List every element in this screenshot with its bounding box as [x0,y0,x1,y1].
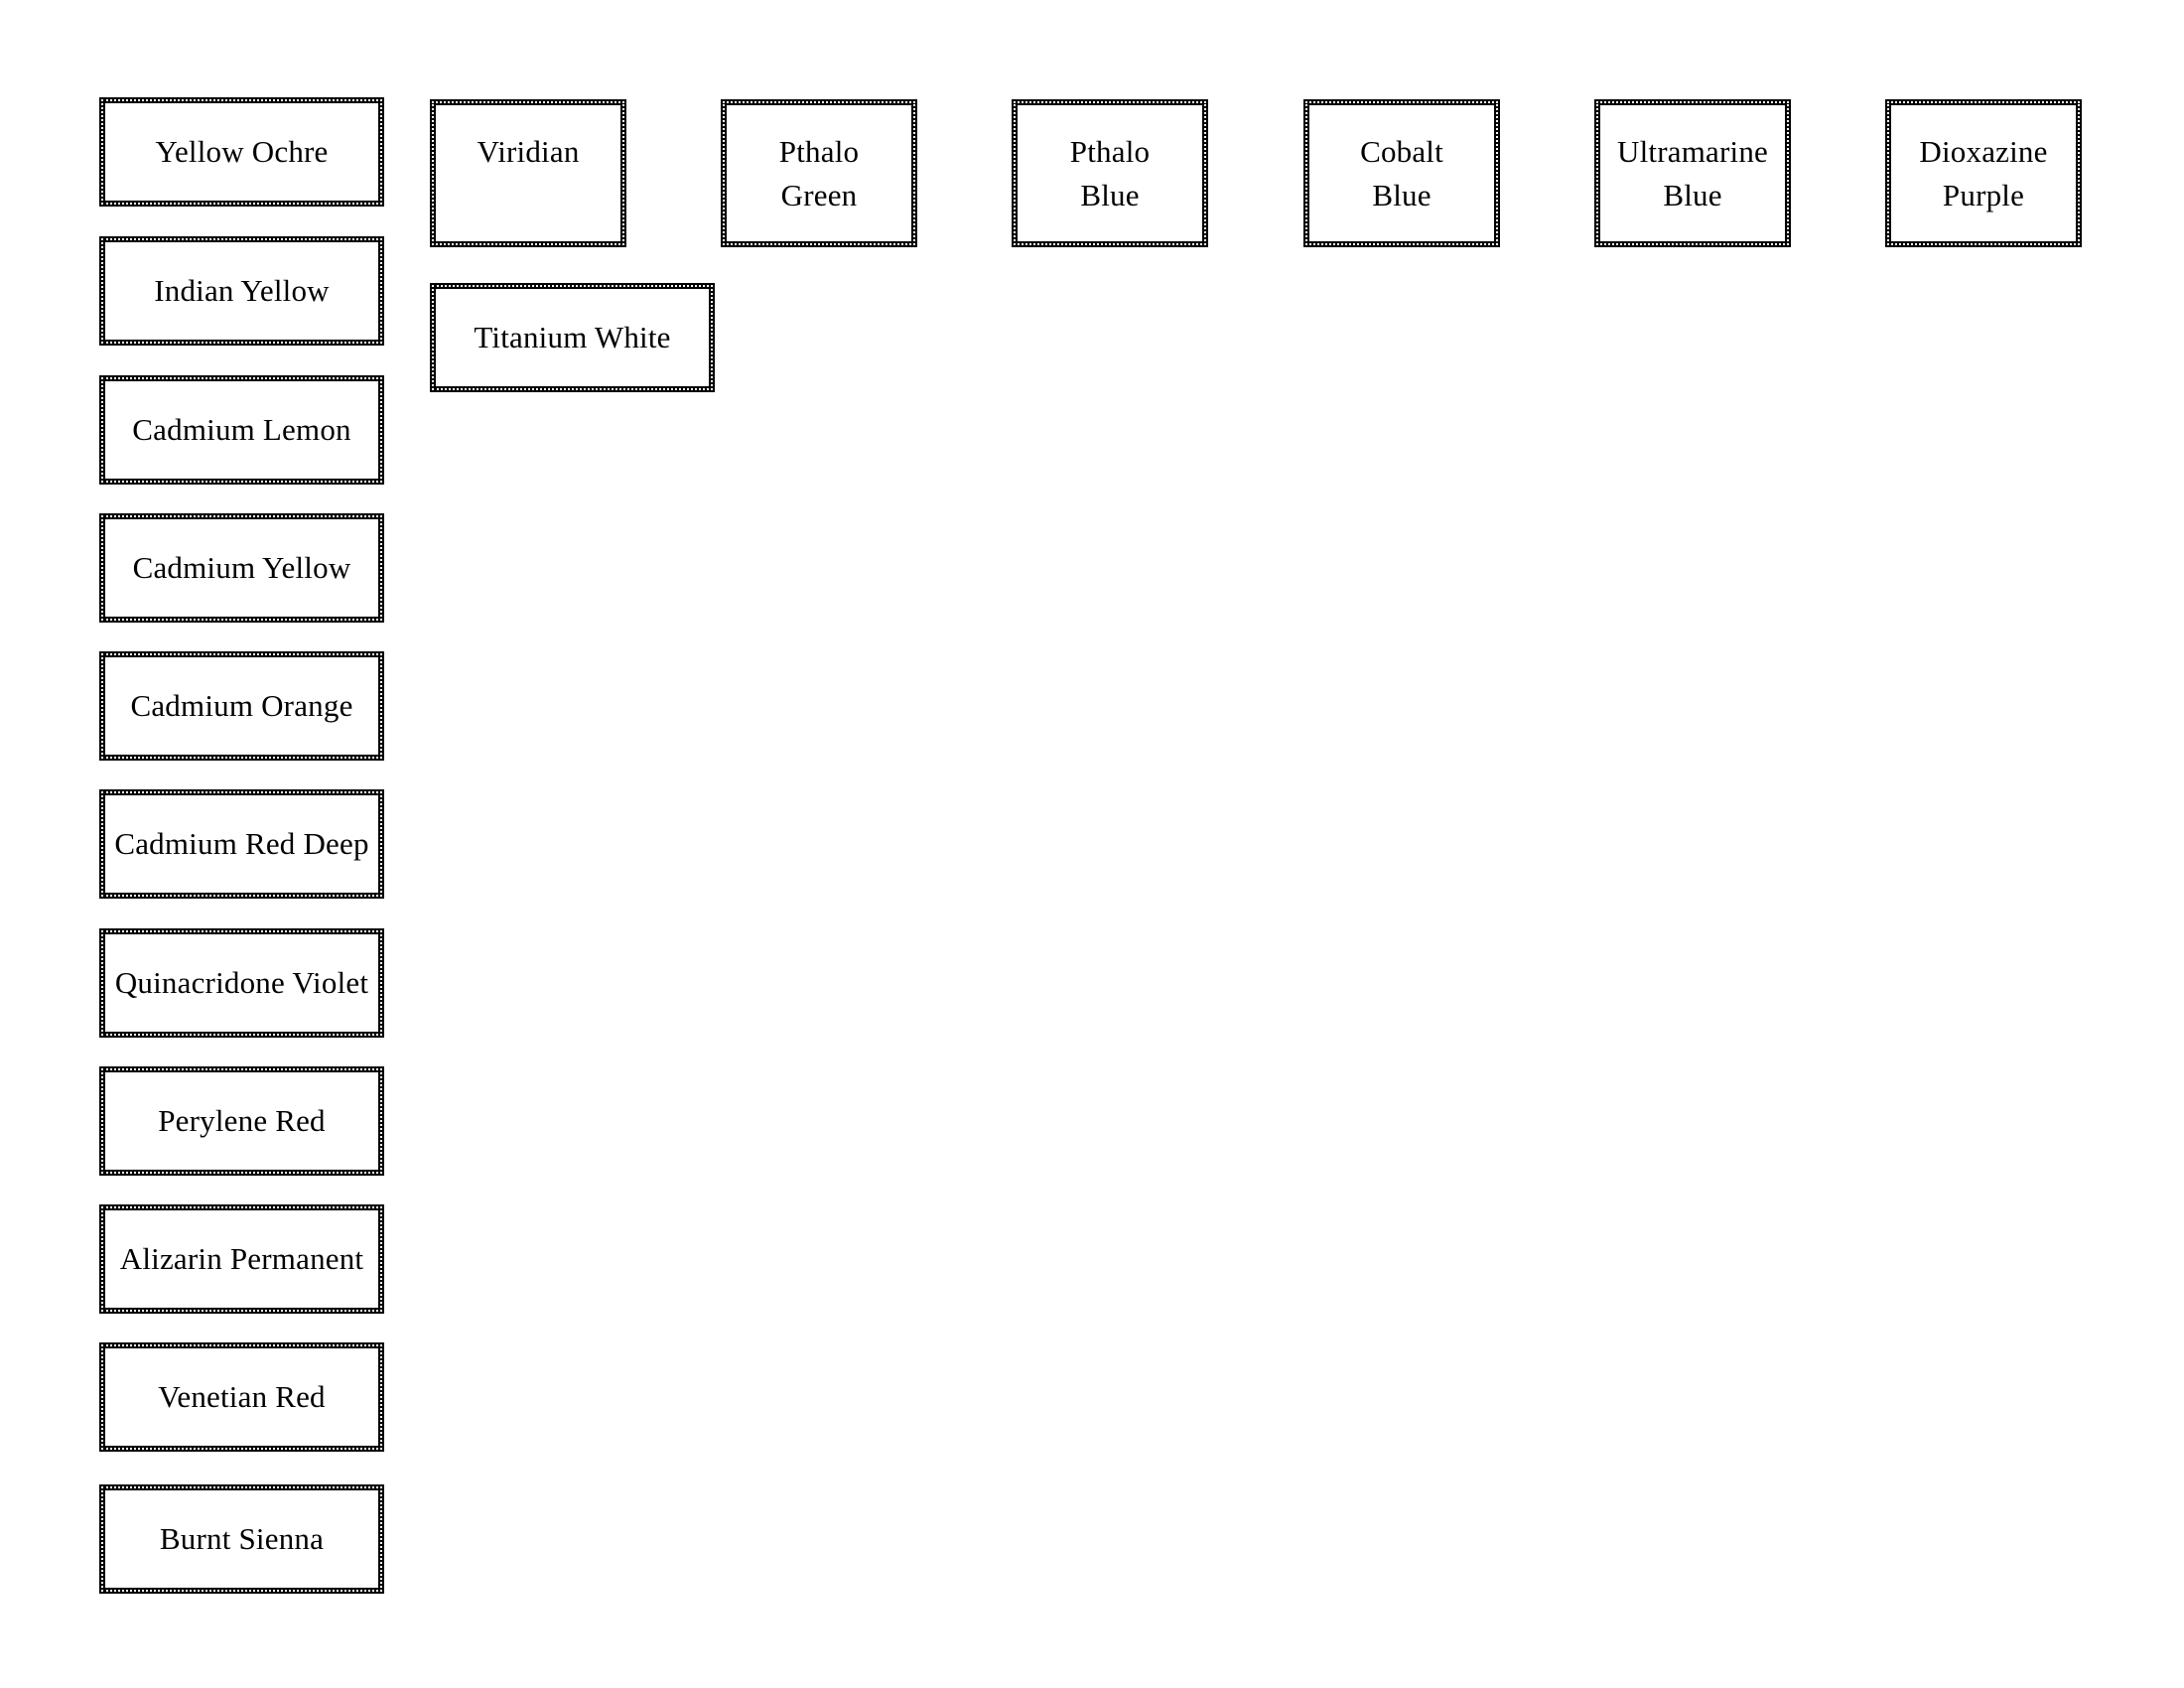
paint-box-venetian-red: Venetian Red [99,1342,384,1452]
paint-label: Quinacridone Violet [114,965,369,1000]
paint-label: Titanium White [474,320,671,354]
paint-box-ultramarine-blue: Ultramarine Blue [1594,99,1791,247]
paint-box-cadmium-lemon: Cadmium Lemon [99,375,384,485]
paint-box-cadmium-red-deep: Cadmium Red Deep [99,789,384,899]
paint-label: Yellow Ochre [155,134,329,169]
paint-label: Cobalt Blue [1360,134,1443,212]
paint-label: Viridian [477,134,580,169]
paint-label: Cadmium Red Deep [114,826,369,861]
paint-label: Indian Yellow [154,273,330,308]
paint-label: Cadmium Orange [130,688,353,723]
paint-box-alizarin-permanent: Alizarin Permanent [99,1204,384,1314]
paint-box-cadmium-orange: Cadmium Orange [99,651,384,761]
paint-label: Venetian Red [158,1379,326,1414]
paint-box-yellow-ochre: Yellow Ochre [99,97,384,207]
paint-label: Alizarin Permanent [119,1241,364,1276]
paint-label: Cadmium Lemon [132,412,351,447]
paint-label: Cadmium Yellow [132,550,351,585]
paint-box-perylene-red: Perylene Red [99,1066,384,1176]
paint-label: Burnt Sienna [159,1521,325,1556]
paint-box-pthalo-blue: Pthalo Blue [1012,99,1208,247]
paint-box-titanium-white: Titanium White [430,283,715,392]
paint-label: Perylene Red [158,1103,326,1138]
paint-box-dioxazine-purple: Dioxazine Purple [1885,99,2082,247]
paint-box-cadmium-yellow: Cadmium Yellow [99,513,384,623]
paint-label: Pthalo Blue [1069,134,1151,212]
paint-box-quinacridone-violet: Quinacridone Violet [99,928,384,1038]
paint-label: Dioxazine Purple [1919,134,2048,212]
paint-label: Pthalo Green [778,134,860,212]
paint-label: Ultramarine Blue [1617,134,1768,212]
paint-box-viridian: Viridian [430,99,626,247]
paint-box-indian-yellow: Indian Yellow [99,236,384,346]
paint-box-pthalo-green: Pthalo Green [721,99,917,247]
paint-box-cobalt-blue: Cobalt Blue [1303,99,1500,247]
paint-box-burnt-sienna: Burnt Sienna [99,1484,384,1594]
